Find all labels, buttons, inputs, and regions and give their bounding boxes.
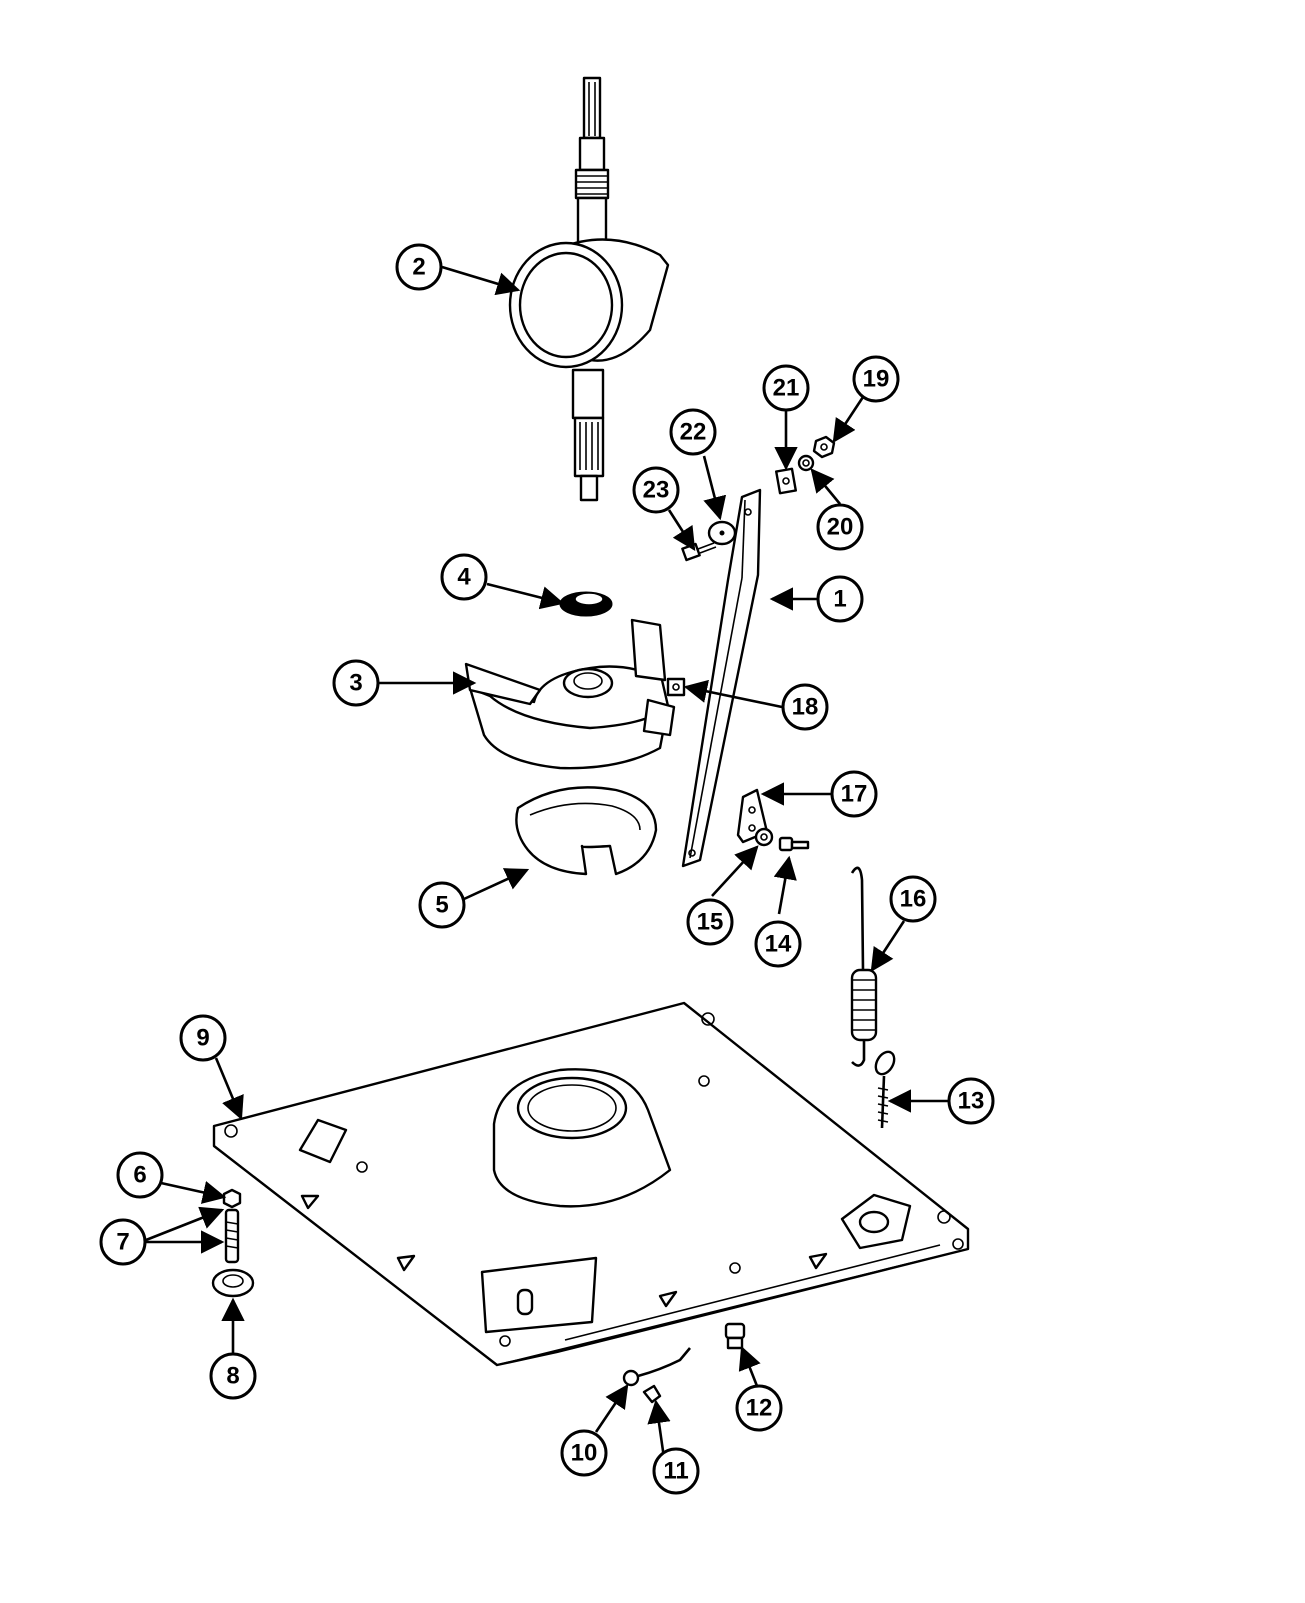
- clip-part-21: [775, 467, 797, 495]
- foot-part: [211, 1268, 255, 1298]
- callout-8: 8: [209, 1352, 257, 1400]
- callout-22: 22: [669, 408, 717, 456]
- callout-label: 12: [746, 1395, 773, 1422]
- callout-label: 9: [196, 1025, 209, 1052]
- callout-12: 12: [735, 1384, 783, 1432]
- ground-wire-part: [622, 1347, 691, 1387]
- callout-label: 19: [863, 366, 890, 393]
- callout-4: 4: [440, 553, 488, 601]
- callout-6: 6: [116, 1151, 164, 1199]
- callout-15: 15: [686, 898, 734, 946]
- callout-20: 20: [816, 503, 864, 551]
- callout-label: 21: [773, 375, 800, 402]
- callout-13: 13: [947, 1077, 995, 1125]
- callout-10: 10: [560, 1429, 608, 1477]
- callout-label: 3: [349, 670, 362, 697]
- transmission-part: [508, 76, 670, 502]
- drain-fitting-part: [724, 1322, 746, 1350]
- callout-23: 23: [632, 466, 680, 514]
- base-plate-part: [212, 1001, 970, 1367]
- callout-label: 16: [900, 886, 927, 913]
- bolt-part-14: [778, 836, 810, 852]
- callout-label: 10: [571, 1440, 598, 1467]
- collar-part: [515, 786, 658, 876]
- seal-part: [559, 591, 613, 617]
- screw-part-23: [681, 542, 717, 562]
- screw-part-11: [642, 1384, 662, 1404]
- callout-11: 11: [652, 1447, 700, 1495]
- callout-label: 4: [457, 564, 471, 591]
- bolt-part-7: [224, 1208, 240, 1264]
- callout-label: 11: [663, 1458, 688, 1485]
- eye-bolt-part: [874, 1050, 896, 1129]
- callout-label: 5: [435, 892, 448, 919]
- speed-nut-part: [666, 677, 686, 697]
- callout-18: 18: [781, 683, 829, 731]
- callout-2: 2: [395, 243, 443, 291]
- support-bracket-part: [681, 488, 762, 868]
- callout-label: 1: [833, 586, 846, 613]
- callout-label: 17: [841, 781, 868, 808]
- callout-label: 18: [792, 694, 819, 721]
- callout-16: 16: [889, 875, 937, 923]
- callout-19: 19: [852, 355, 900, 403]
- washer-part-22: [707, 520, 737, 546]
- callout-label: 2: [412, 254, 425, 281]
- callout-label: 6: [133, 1162, 146, 1189]
- callout-9: 9: [179, 1014, 227, 1062]
- shield-part: [464, 618, 676, 770]
- washer-part-20: [797, 454, 815, 472]
- callout-label: 23: [643, 477, 670, 504]
- callout-5: 5: [418, 881, 466, 929]
- callout-1: 1: [816, 575, 864, 623]
- callout-label: 15: [697, 909, 724, 936]
- callout-label: 13: [958, 1088, 985, 1115]
- callout-label: 7: [116, 1229, 129, 1256]
- callout-label: 14: [765, 931, 792, 958]
- callout-17: 17: [830, 770, 878, 818]
- callout-label: 20: [827, 514, 854, 541]
- washer-part-15: [754, 827, 774, 847]
- callout-label: 8: [226, 1363, 239, 1390]
- callout-7: 7: [99, 1218, 147, 1266]
- callout-label: 22: [680, 419, 707, 446]
- callout-21: 21: [762, 364, 810, 412]
- callout-14: 14: [754, 920, 802, 968]
- callout-3: 3: [332, 659, 380, 707]
- spring-part: [850, 866, 878, 1067]
- leader-lines: [145, 265, 960, 1459]
- nut-part-6: [222, 1188, 242, 1209]
- nut-part-19: [812, 435, 836, 459]
